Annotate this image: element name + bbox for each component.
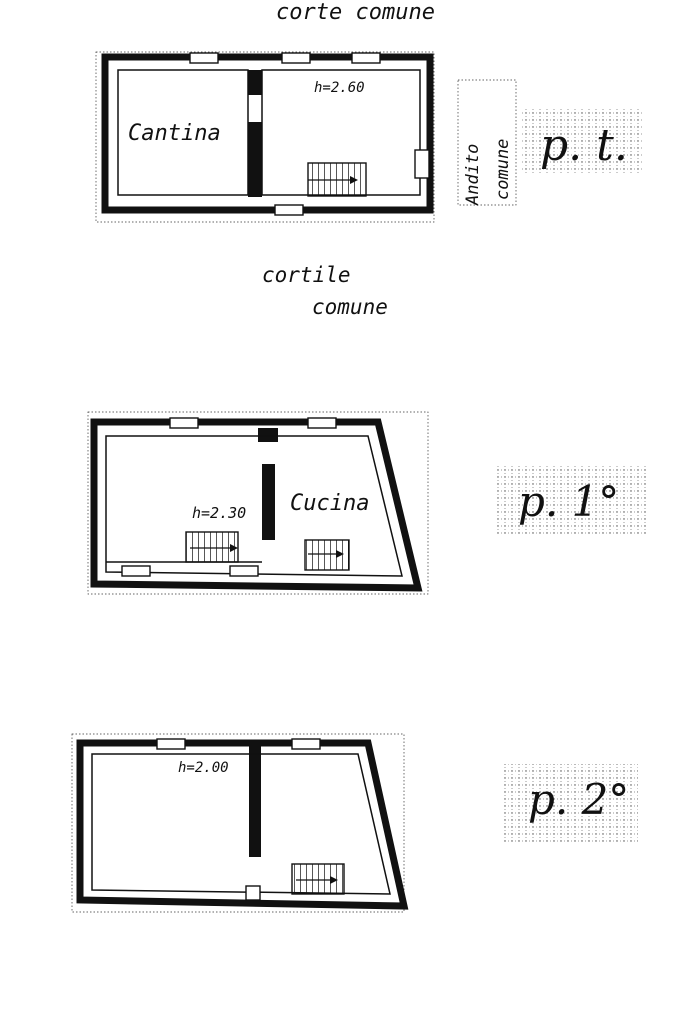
second-floor-partition	[249, 745, 261, 857]
level-tag-ground: p. t.	[520, 108, 644, 174]
ground-floor-partition-lower	[248, 122, 262, 197]
window	[189, 52, 219, 64]
second-floor-grid	[71, 733, 405, 913]
window	[245, 885, 261, 901]
window	[351, 52, 381, 64]
ground-floor-outer-wall	[101, 53, 434, 214]
first-floor-grid	[87, 411, 429, 595]
label-cantina: Cantina	[128, 121, 221, 146]
stairs-icon	[291, 863, 345, 895]
stairs-icon	[307, 162, 367, 197]
first-floor-partition	[262, 464, 275, 540]
first-floor-inner-outline	[105, 435, 403, 577]
ground-floor-partition	[248, 70, 262, 95]
second-floor-inner-outline	[91, 753, 391, 895]
level-tag-first: p. 1°	[496, 464, 648, 536]
label-corte-comune: corte comune	[276, 0, 435, 25]
label-height-ground: h=2.60	[314, 80, 365, 96]
first-floor-plan: h=2.30 Cucina p. 1°	[87, 411, 648, 595]
window	[274, 204, 304, 216]
stairs-icon	[304, 539, 350, 571]
level-label-ground: p. t.	[540, 120, 628, 171]
level-label-second: p. 2°	[528, 775, 629, 824]
second-floor-plan: h=2.00 p. 2°	[71, 733, 638, 913]
label-height-first: h=2.30	[192, 504, 246, 522]
ground-floor-plan: corte comune Cantina h=2.60 Andito comun…	[95, 0, 644, 319]
label-cortile-comune: comune	[312, 295, 388, 319]
first-floor-partition-top	[258, 428, 278, 442]
label-height-second: h=2.00	[178, 760, 229, 776]
window	[156, 738, 186, 750]
andito-grid	[457, 79, 517, 206]
window	[229, 565, 259, 577]
door-side	[414, 149, 430, 179]
window	[121, 565, 151, 577]
first-floor-outer-wall	[90, 418, 423, 592]
window	[169, 417, 199, 429]
window	[307, 417, 337, 429]
window	[281, 52, 311, 64]
label-cortile: cortile	[262, 263, 351, 287]
level-label-first: p. 1°	[518, 477, 619, 526]
label-andito: Andito	[463, 144, 483, 206]
second-floor-outer-wall	[76, 739, 409, 910]
window	[291, 738, 321, 750]
level-tag-second: p. 2°	[502, 764, 638, 844]
ground-floor-grid	[95, 51, 435, 223]
room-cantina-outline	[117, 69, 249, 196]
label-andito-comune: comune	[493, 139, 513, 200]
label-cucina: Cucina	[290, 491, 369, 516]
stairs-icon	[185, 531, 239, 563]
